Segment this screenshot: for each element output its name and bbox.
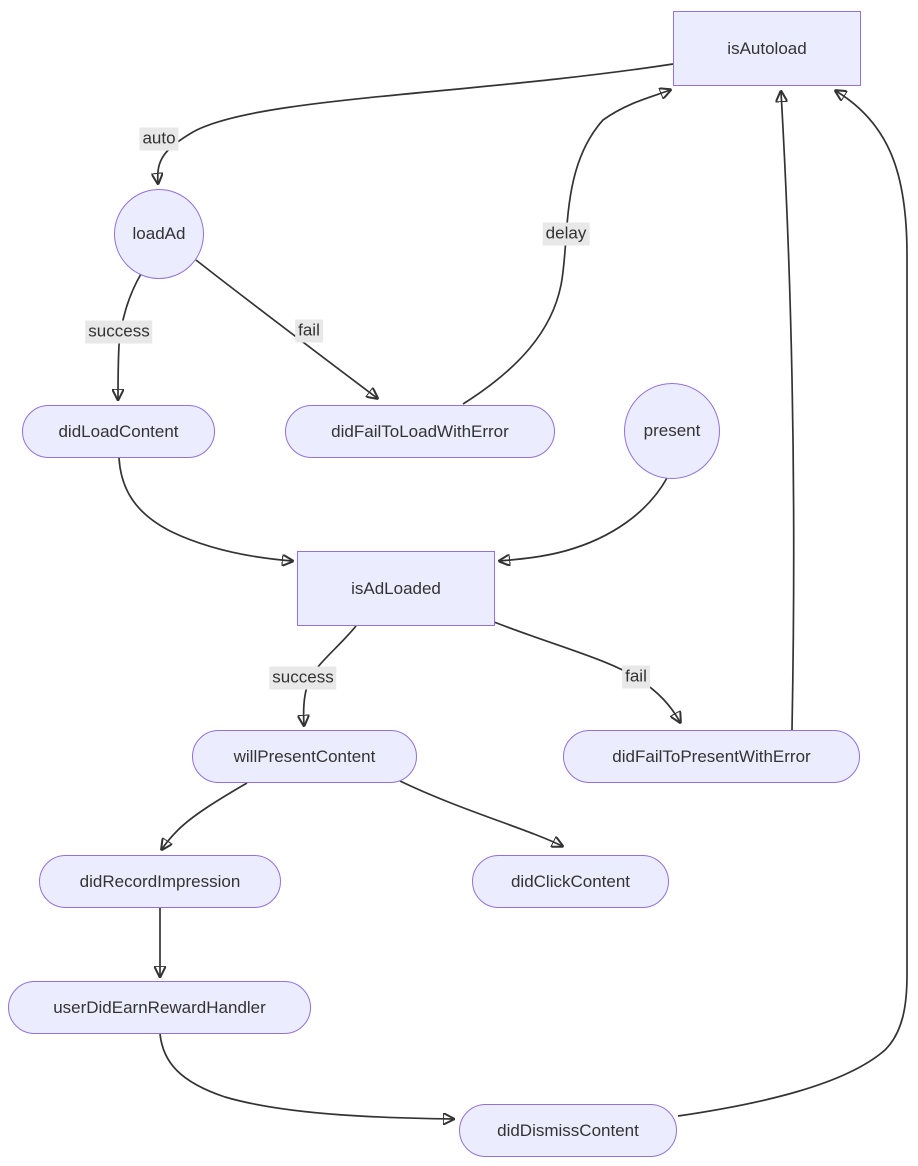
edge-didDismissContent-to-isAutoload: [677, 91, 908, 1117]
node-didFailToPresentWithError-label: didFailToPresentWithError: [612, 746, 811, 766]
node-didRecordImpression-label: didRecordImpression: [79, 871, 241, 891]
node-present: present: [624, 383, 720, 479]
edge-label-load-success: success: [85, 320, 153, 344]
node-didDismissContent-label: didDismissContent: [497, 1120, 639, 1140]
edge-label-delay: delay: [542, 222, 590, 246]
edge-label-auto: auto: [139, 127, 179, 151]
node-isAutoload: isAutoload: [673, 11, 861, 86]
node-willPresentContent: willPresentContent: [192, 730, 417, 783]
node-didRecordImpression: didRecordImpression: [39, 855, 281, 908]
edge-label-present-fail: fail: [622, 665, 650, 689]
node-loadAd-label: loadAd: [132, 224, 186, 243]
node-isAdLoaded-label: isAdLoaded: [351, 578, 441, 598]
node-willPresentContent-label: willPresentContent: [233, 746, 376, 766]
node-didDismissContent: didDismissContent: [459, 1104, 677, 1157]
edge-present-to-isAdLoaded: [500, 477, 668, 561]
node-didLoadContent: didLoadContent: [22, 405, 215, 458]
node-didFailToLoadWithError: didFailToLoadWithError: [285, 405, 555, 458]
edge-loadAd-to-didFailToLoadWithError: [195, 259, 377, 398]
edge-label-load-fail: fail: [295, 319, 323, 343]
edge-isAutoload-to-loadAd: [158, 63, 674, 183]
node-isAutoload-label: isAutoload: [727, 38, 807, 58]
edge-willPresentContent-to-didClickContent: [399, 780, 562, 846]
edge-didFailToLoadWithError-to-isAutoload: [462, 90, 670, 405]
edge-userDidEarnRewardHandler-to-didDismissContent: [159, 1033, 453, 1119]
edge-loadAd-to-didLoadContent: [118, 273, 142, 399]
node-didClickContent: didClickContent: [472, 855, 669, 908]
edge-isAdLoaded-to-didFailToPresentWithError: [493, 621, 680, 722]
node-userDidEarnRewardHandler-label: userDidEarnRewardHandler: [53, 997, 266, 1017]
node-userDidEarnRewardHandler: userDidEarnRewardHandler: [8, 981, 311, 1034]
edge-didLoadContent-to-isAdLoaded: [118, 457, 292, 561]
node-didLoadContent-label: didLoadContent: [58, 421, 179, 441]
node-didFailToPresentWithError: didFailToPresentWithError: [563, 730, 860, 783]
node-isAdLoaded: isAdLoaded: [297, 551, 495, 626]
node-present-label: present: [643, 421, 701, 440]
node-didFailToLoadWithError-label: didFailToLoadWithError: [331, 421, 509, 441]
node-loadAd: loadAd: [114, 189, 204, 279]
node-didClickContent-label: didClickContent: [510, 871, 631, 891]
edge-label-present-success: success: [269, 666, 337, 690]
edge-willPresentContent-to-didRecordImpression: [162, 782, 248, 849]
edge-didFailToPresentWithError-to-isAutoload: [781, 92, 795, 731]
